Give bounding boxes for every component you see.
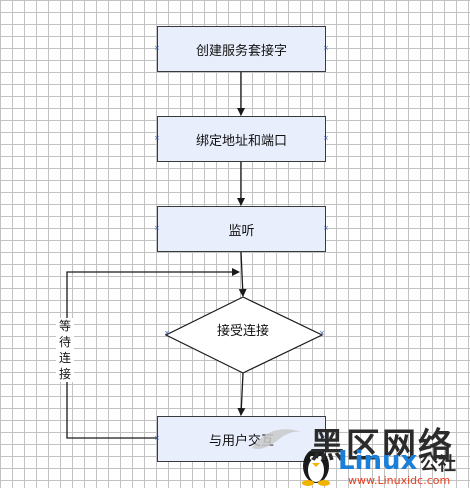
decision-diamond (164, 296, 324, 374)
watermark-brand: Linux (338, 446, 418, 476)
watermark-cn-side: 公社 (420, 454, 456, 475)
connection-marker-icon: × (323, 224, 329, 232)
connection-marker-icon: × (154, 44, 160, 52)
connection-marker-icon: × (154, 224, 160, 232)
step-listen: 监听 (157, 206, 326, 252)
step-create-socket: 创建服务套接字 (157, 26, 326, 72)
connection-marker-icon: × (154, 434, 160, 442)
step-create-socket-label: 创建服务套接字 (195, 43, 287, 59)
step-bind-address-label: 绑定地址和端口 (195, 133, 287, 149)
step-listen-label: 监听 (228, 223, 255, 239)
watermark-cn-top: 黑区网络 (310, 426, 454, 466)
arrow-listen-to-accept (238, 251, 247, 297)
arrow-accept-to-interact (237, 372, 246, 416)
step-bind-address: 绑定地址和端口 (157, 116, 326, 162)
connection-marker-icon: × (323, 434, 329, 442)
site-watermark: 黑区网络 Linux 公社 www.Linuxidc.com (250, 418, 470, 488)
step-accept-label: 接受连接 (216, 324, 269, 339)
connection-marker-icon: × (154, 134, 160, 142)
connection-marker-icon: × (164, 329, 170, 337)
watermark-url: www.Linuxidc.com (348, 474, 451, 487)
connection-marker-icon: × (323, 134, 329, 142)
connection-marker-icon: × (319, 329, 325, 337)
connection-marker-icon: × (323, 44, 329, 52)
penguin-logo-icon (252, 429, 330, 486)
loop-label: 等待连接 (56, 318, 74, 382)
